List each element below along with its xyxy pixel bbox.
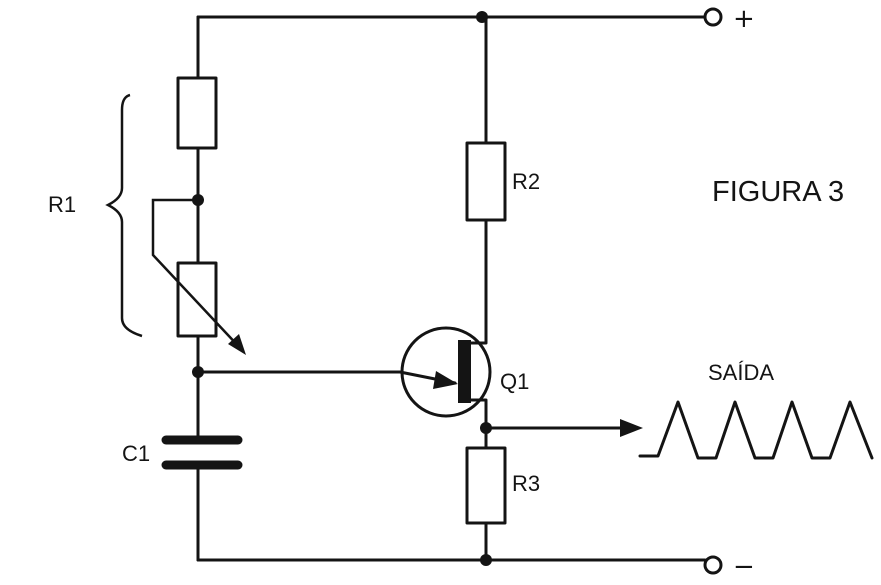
emitter-wire (196, 370, 457, 385)
r1-brace (105, 93, 143, 338)
junction-dot-output (480, 422, 492, 434)
r1-fixed-resistor (176, 76, 218, 150)
emitter-arrowhead (433, 371, 458, 389)
r2-resistor (465, 141, 507, 222)
q1-label: Q1 (500, 369, 529, 394)
c1-label: C1 (122, 441, 150, 466)
figure-title: FIGURA 3 (712, 176, 844, 208)
negative-terminal (703, 555, 723, 575)
r3-label: R3 (512, 471, 540, 496)
r1-label: R1 (48, 192, 76, 217)
negative-sign: − (733, 552, 755, 582)
positive-terminal (703, 7, 723, 27)
r1-potentiometer (176, 261, 218, 338)
junction-dot-top-rail (476, 11, 488, 23)
r2-label: R2 (512, 169, 540, 194)
right-branch-wire-r2-q1 (464, 218, 488, 345)
positive-sign: + (733, 4, 755, 34)
r3-resistor (465, 446, 507, 525)
output-sawtooth-waveform (638, 400, 874, 460)
junction-dot-r1-mid (192, 194, 204, 206)
junction-dot-bottom-rail (480, 554, 492, 566)
r1-wiper-link (151, 198, 243, 351)
output-label: SAÍDA (708, 360, 774, 385)
output-arrowhead (620, 419, 643, 437)
q1-base-bar (458, 340, 471, 403)
q1-transistor-body (400, 326, 492, 418)
r1-wiper-arrowhead (228, 334, 246, 355)
